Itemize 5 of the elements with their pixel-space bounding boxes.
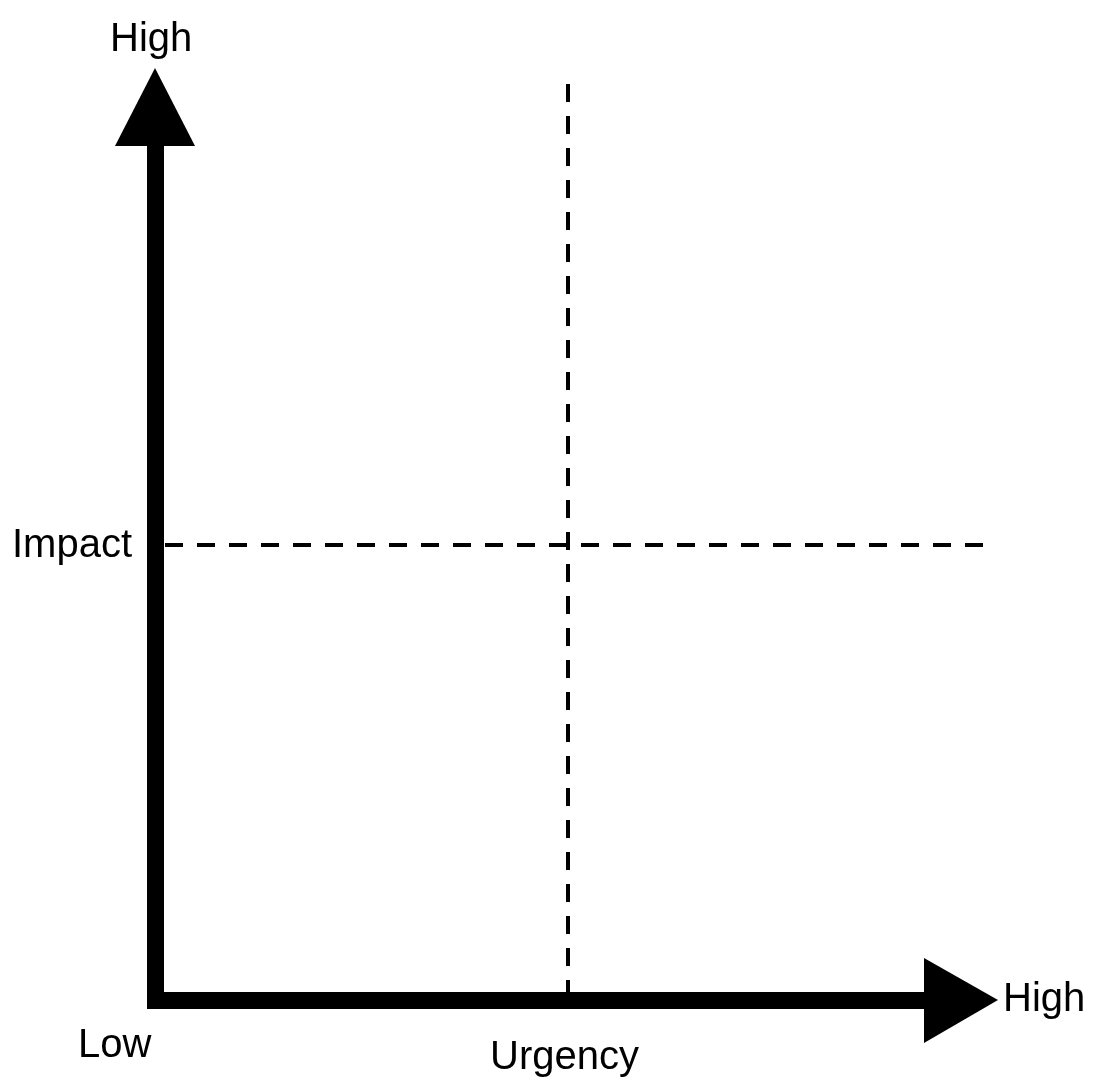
axis-title: Urgency — [490, 1032, 639, 1078]
axis-origin-label: Low — [78, 1020, 152, 1066]
axis-title: Impact — [12, 520, 133, 566]
axis-end-label: High — [110, 14, 193, 60]
axis-end-label: High — [1003, 974, 1086, 1020]
